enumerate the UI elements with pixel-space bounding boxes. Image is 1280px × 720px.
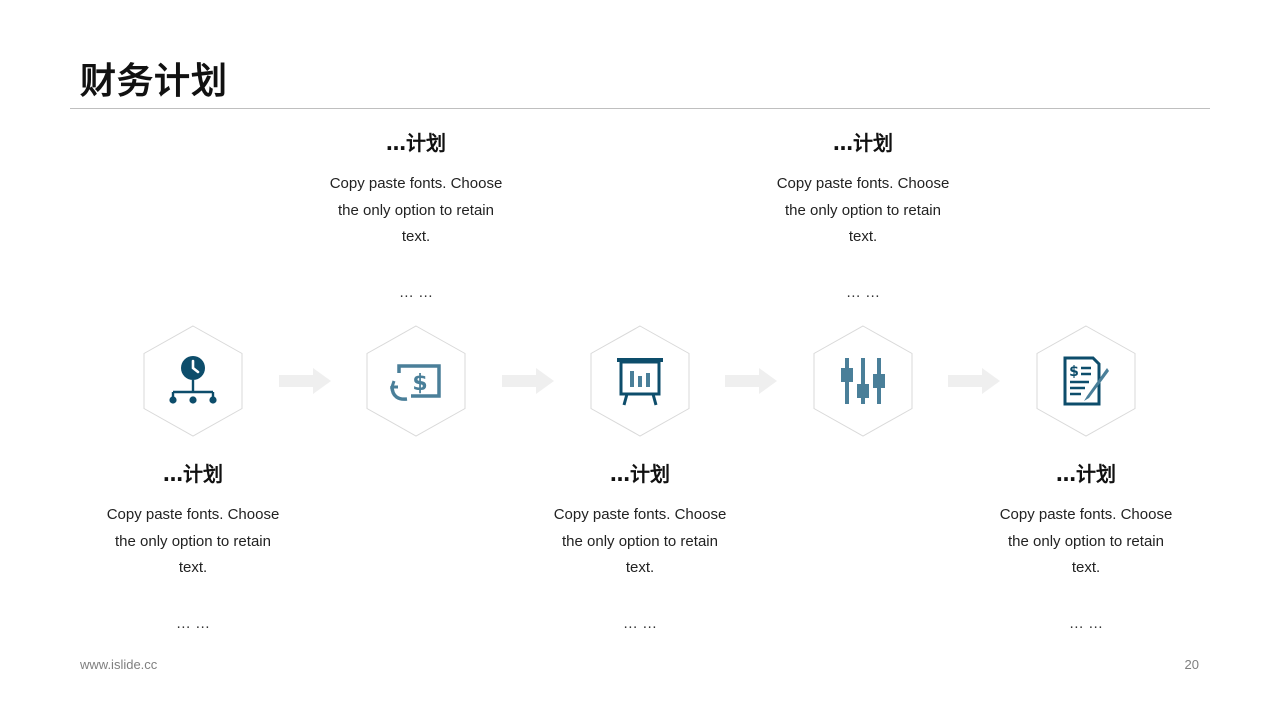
step-4-hexagon bbox=[813, 325, 913, 437]
step-3-text: …计划 Copy paste fonts. Choose the only op… bbox=[530, 460, 750, 634]
svg-text:$: $ bbox=[412, 371, 427, 396]
step-more: … … bbox=[1068, 614, 1104, 632]
step-2-text: …计划 Copy paste fonts. Choose the only op… bbox=[306, 129, 526, 303]
page-title: 财务计划 bbox=[80, 61, 229, 102]
step-3-hexagon bbox=[590, 325, 690, 437]
step-heading: …计划 bbox=[163, 462, 223, 486]
step-description: Copy paste fonts. Choose the only option… bbox=[776, 175, 950, 245]
step-1-hexagon bbox=[143, 325, 243, 437]
step-heading: …计划 bbox=[386, 131, 446, 155]
page-number: 20 bbox=[1184, 657, 1199, 672]
step-more: … … bbox=[845, 283, 881, 301]
step-arrow-icon bbox=[279, 368, 331, 394]
step-heading: …计划 bbox=[833, 131, 893, 155]
step-description: Copy paste fonts. Choose the only option… bbox=[553, 506, 727, 576]
money-transfer-icon: $ bbox=[389, 364, 441, 401]
step-more: … … bbox=[175, 614, 211, 632]
step-heading: …计划 bbox=[1056, 462, 1116, 486]
presentation-chart-icon bbox=[617, 358, 663, 406]
sliders-icon bbox=[841, 358, 885, 404]
step-more: … … bbox=[622, 614, 658, 632]
step-description: Copy paste fonts. Choose the only option… bbox=[999, 506, 1173, 576]
invoice-sign-icon: $ bbox=[1063, 356, 1109, 406]
step-more: … … bbox=[398, 283, 434, 301]
clock-network-icon bbox=[169, 356, 217, 404]
step-5-hexagon: $ bbox=[1036, 325, 1136, 437]
step-arrow-icon bbox=[948, 368, 1000, 394]
svg-text:$: $ bbox=[1069, 364, 1079, 380]
step-5-text: …计划 Copy paste fonts. Choose the only op… bbox=[976, 460, 1196, 634]
step-4-text: …计划 Copy paste fonts. Choose the only op… bbox=[753, 129, 973, 303]
step-1-text: …计划 Copy paste fonts. Choose the only op… bbox=[83, 460, 303, 634]
footer-website: www.islide.cc bbox=[80, 657, 158, 672]
step-heading: …计划 bbox=[610, 462, 670, 486]
step-description: Copy paste fonts. Choose the only option… bbox=[106, 506, 280, 576]
step-arrow-icon bbox=[725, 368, 777, 394]
step-description: Copy paste fonts. Choose the only option… bbox=[329, 175, 503, 245]
step-2-hexagon: $ bbox=[366, 325, 466, 437]
title-divider bbox=[70, 108, 1210, 109]
step-arrow-icon bbox=[502, 368, 554, 394]
